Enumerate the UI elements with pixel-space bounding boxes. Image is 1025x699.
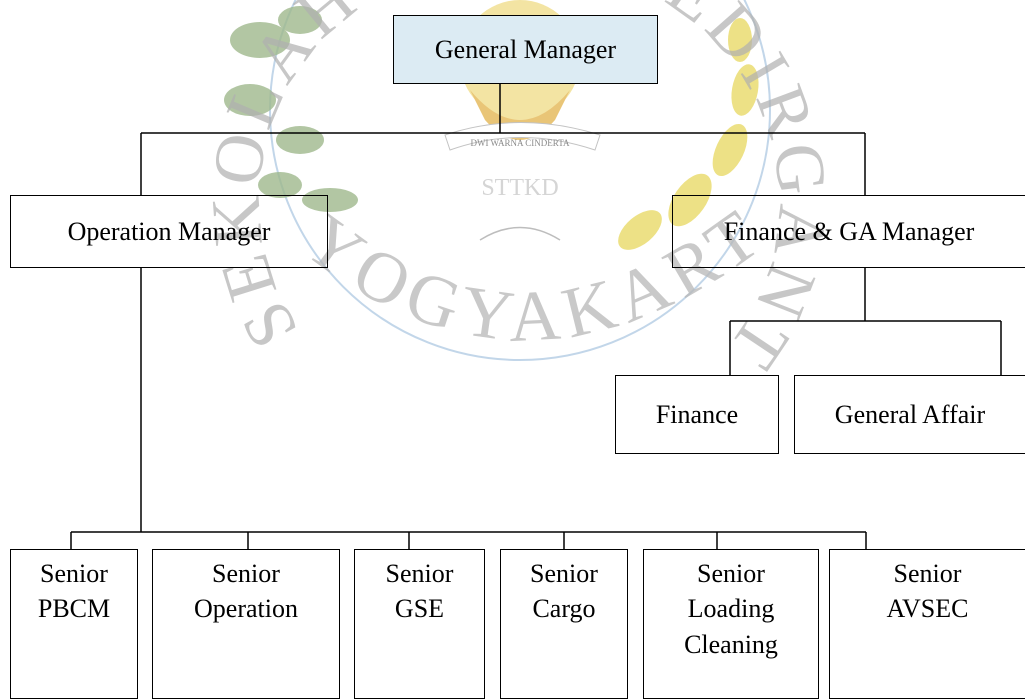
senior-loading-cleaning-line1: Senior <box>697 559 765 588</box>
emblem-center-text: STTKD <box>481 175 558 201</box>
emblem-branch-right <box>618 18 759 250</box>
operation-manager-box: Operation Manager <box>10 195 328 268</box>
senior-cargo-line2: Cargo <box>532 594 596 624</box>
senior-gse-box: Senior GSE <box>354 549 485 699</box>
senior-loading-cleaning-line3: Cleaning <box>684 629 778 659</box>
senior-operation-box: Senior Operation <box>152 549 340 699</box>
senior-pbcm-line2: PBCM <box>37 594 111 624</box>
senior-avsec-line1: Senior <box>893 559 962 588</box>
senior-cargo-line1: Senior <box>530 559 598 588</box>
senior-operation-line1: Senior <box>212 559 280 588</box>
senior-gse-line2: GSE <box>394 594 445 624</box>
senior-pbcm-box: Senior PBCM <box>10 549 138 699</box>
general-affair-box: General Affair <box>794 375 1025 454</box>
senior-avsec-box: Senior AVSEC <box>829 549 1025 699</box>
operation-manager-label: Operation Manager <box>67 216 271 246</box>
general-manager-label: General Manager <box>434 34 617 64</box>
finance-label: Finance <box>655 399 739 429</box>
emblem-branch-left <box>224 6 358 212</box>
senior-cargo-box: Senior Cargo <box>500 549 628 699</box>
senior-loading-cleaning-line2: Loading <box>687 594 775 624</box>
senior-gse-line1: Senior <box>385 559 454 588</box>
senior-avsec-line2: AVSEC <box>886 594 969 624</box>
general-affair-label: General Affair <box>834 399 986 429</box>
emblem-banner-text: DWI WARNA CINDERTA <box>470 138 570 148</box>
senior-operation-line2: Operation <box>194 594 298 624</box>
finance-ga-manager-label: Finance & GA Manager <box>723 216 975 246</box>
general-manager-box: General Manager <box>393 15 658 84</box>
finance-ga-manager-box: Finance & GA Manager <box>672 195 1025 268</box>
senior-loading-cleaning-box: Senior Loading Cleaning <box>643 549 819 699</box>
senior-pbcm-line1: Senior <box>40 559 108 588</box>
finance-box: Finance <box>615 375 779 454</box>
